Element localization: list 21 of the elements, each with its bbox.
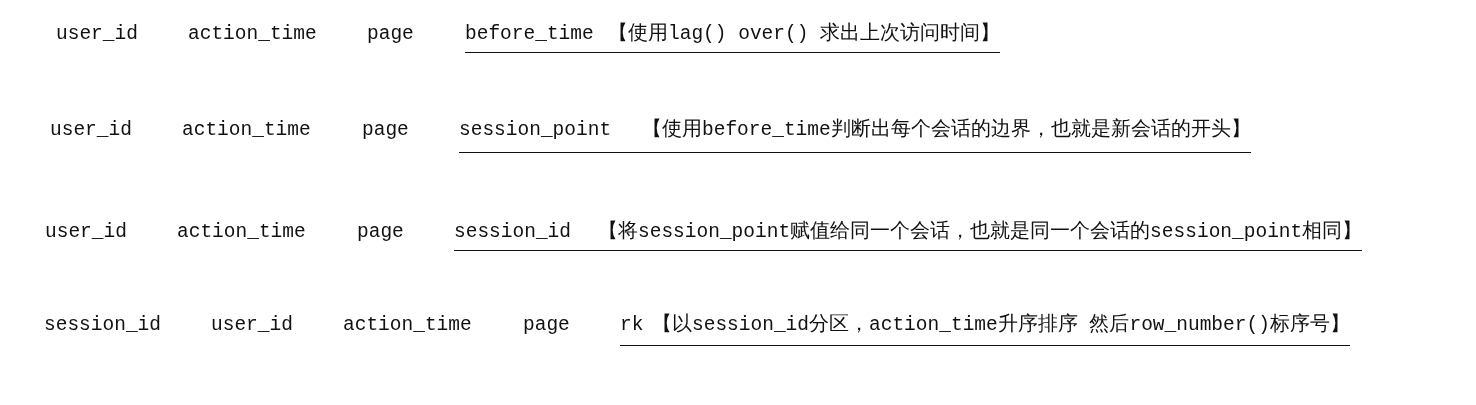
annotation-text: 【使用before_time判断出每个会话的边界，也就是新会话的开头】 — [642, 118, 1251, 142]
column-name: session_point — [459, 118, 612, 142]
annotation-text: 【以session_id分区，action_time升序排序 然后row_number()标序号】 — [652, 313, 1350, 337]
column-name: action_time — [182, 118, 311, 142]
column-name: user_id — [56, 22, 138, 46]
column-name: session_id — [44, 313, 162, 337]
column-name: action_time — [188, 22, 317, 46]
column-name: user_id — [50, 118, 132, 142]
column-name: page — [367, 22, 414, 46]
column-name: session_id — [454, 220, 572, 244]
column-name: rk — [620, 313, 644, 337]
column-name: action_time — [343, 313, 472, 337]
column-name: page — [357, 220, 404, 244]
annotation-text: 【使用lag() over() 求出上次访问时间】 — [608, 22, 1001, 46]
column-name: user_id — [211, 313, 293, 337]
column-name: before_time — [465, 22, 594, 46]
annotation-text: 【将session_point赋值给同一个会话，也就是同一个会话的session_point相同】 — [598, 220, 1363, 244]
column-name: page — [362, 118, 409, 142]
column-name: page — [523, 313, 570, 337]
column-name: user_id — [45, 220, 127, 244]
column-name: action_time — [177, 220, 306, 244]
